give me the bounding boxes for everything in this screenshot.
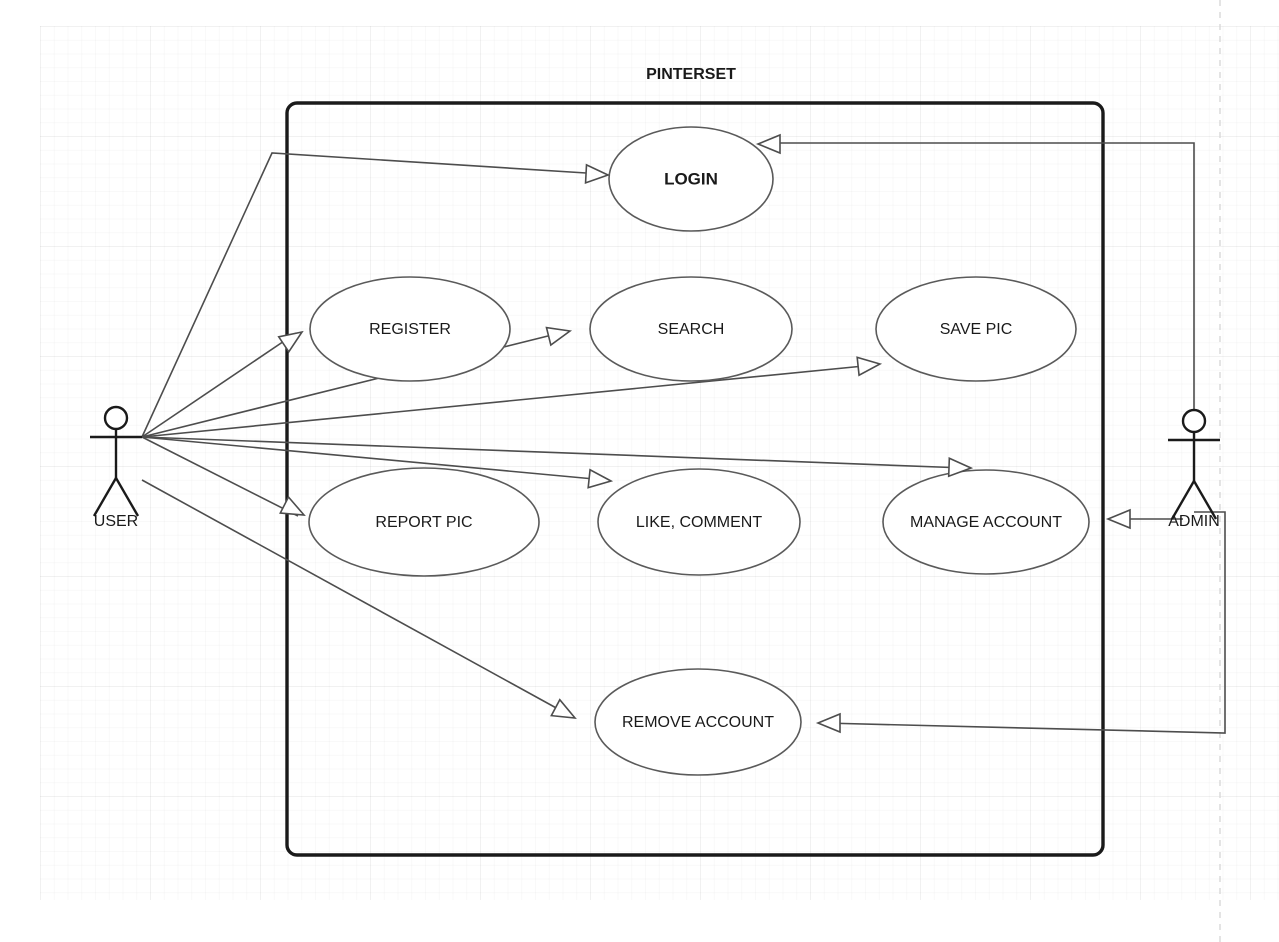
grid-margin-left	[0, 0, 40, 942]
actor-label-admin: ADMIN	[1168, 513, 1220, 530]
use-case-ellipse-manage-account	[882, 469, 1090, 575]
use-case-label-remove-account: REMOVE ACCOUNT	[622, 714, 774, 731]
association-admin-login[interactable]	[764, 142, 1195, 417]
use-case-ellipses-layer: LOGIN REGISTER SEARCH SAVE PIC REPORT PIC LIK…	[308, 126, 1090, 776]
system-boundary-layer	[285, 101, 1105, 857]
use-case-ellipse-search	[589, 276, 793, 382]
use-case-ellipse-remove-account	[594, 668, 802, 776]
use-case-label-manage-account: MANAGE ACCOUNT	[910, 514, 1062, 531]
arrow-login-from-user	[584, 163, 611, 184]
arrow-login-from-admin	[755, 133, 781, 155]
use-case-ellipse-report-pic	[308, 467, 540, 577]
actor-head-user	[103, 405, 129, 431]
actor-figures-layer: USER ADMIN	[90, 405, 1220, 530]
grid-margin-top	[0, 0, 1279, 26]
association-user-register[interactable]	[141, 332, 297, 438]
actor-user[interactable]: USER	[90, 405, 142, 530]
arrow-remove-account-from-user	[550, 698, 577, 719]
use-case-register[interactable]: REGISTER	[309, 276, 511, 382]
use-case-label-login: LOGIN	[664, 169, 718, 188]
grid-margin-bottom	[0, 900, 1279, 942]
arrow-manage-account-from-user	[947, 457, 974, 478]
use-case-ellipse-save-pic	[875, 276, 1077, 382]
system-boundary-rect	[285, 101, 1105, 857]
actor-leg-right-user	[114, 477, 140, 517]
association-user-report-pic[interactable]	[141, 436, 299, 517]
actor-leg-left-user	[92, 477, 118, 517]
arrow-search	[545, 326, 573, 347]
use-case-label-like-comment: LIKE, COMMENT	[636, 514, 762, 531]
use-case-like-comment[interactable]: LIKE, COMMENT	[597, 468, 801, 576]
arrow-save-pic	[856, 356, 883, 377]
actor-head-admin	[1181, 408, 1207, 434]
association-user-save-pic[interactable]	[141, 364, 875, 438]
use-case-ellipse-register	[309, 276, 511, 382]
arrow-register	[277, 330, 304, 354]
actor-leg-left-admin	[1170, 480, 1196, 520]
association-admin-remove-account[interactable]	[823, 511, 1226, 734]
use-case-label-save-pic: SAVE PIC	[940, 321, 1013, 338]
use-case-label-search: SEARCH	[658, 321, 725, 338]
actor-admin[interactable]: ADMIN	[1168, 408, 1220, 530]
system-boundary-title: PINTERSET	[646, 66, 736, 83]
use-case-report-pic[interactable]: REPORT PIC	[308, 467, 540, 577]
arrow-remove-account-from-admin	[815, 712, 841, 734]
actor-label-user: USER	[94, 513, 138, 530]
use-case-ellipse-login	[608, 126, 774, 232]
use-case-save-pic[interactable]: SAVE PIC	[875, 276, 1077, 382]
actor-leg-right-admin	[1192, 480, 1218, 520]
association-user-manage-account[interactable]	[141, 436, 966, 469]
use-case-label-register: REGISTER	[369, 321, 451, 338]
use-case-search[interactable]: SEARCH	[589, 276, 793, 382]
arrow-report-pic	[279, 495, 306, 516]
association-arrowheads-layer	[277, 133, 1131, 734]
use-case-label-report-pic: REPORT PIC	[375, 514, 472, 531]
arrow-like-comment	[587, 468, 614, 489]
association-user-remove-account[interactable]	[141, 479, 570, 716]
use-case-login[interactable]: LOGIN	[608, 126, 774, 232]
use-case-remove-account[interactable]: REMOVE ACCOUNT	[594, 668, 802, 776]
use-case-manage-account[interactable]: MANAGE ACCOUNT	[882, 469, 1090, 575]
arrow-manage-account-from-admin	[1105, 508, 1131, 530]
use-case-ellipse-like-comment	[597, 468, 801, 576]
association-user-like-comment[interactable]	[141, 436, 606, 481]
association-user-login[interactable]	[141, 152, 603, 438]
